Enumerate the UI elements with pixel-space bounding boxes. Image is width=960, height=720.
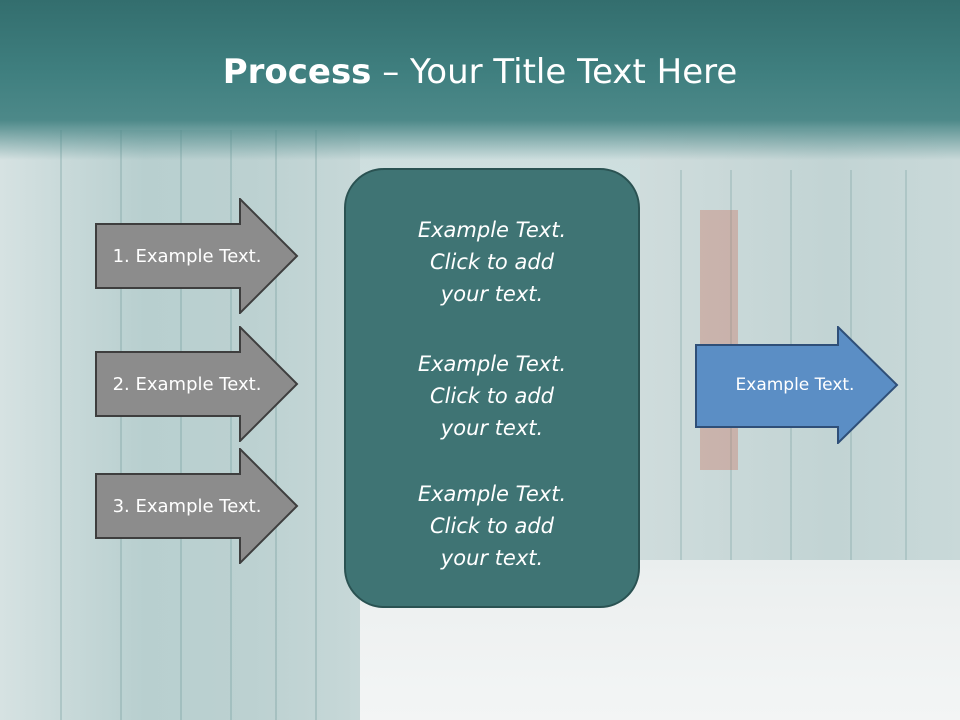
left-arrow-3[interactable]: 3. Example Text. [95,448,300,564]
right-arrow-shape [695,326,899,444]
center-paragraph-2: Example Text. Click to add your text. [346,348,638,444]
slide-title[interactable]: Process – Your Title Text Here [0,52,960,92]
paragraph-1-line-1: Example Text. [417,218,567,242]
left-arrow-1-label: 1. Example Text. [112,245,262,267]
paragraph-1-line-2: Click to add [429,250,554,274]
center-text-box[interactable]: Example Text. Click to add your text. Ex… [344,168,640,608]
paragraph-3-line-1: Example Text. [417,482,567,506]
left-arrow-3-label: 3. Example Text. [112,495,262,517]
paragraph-1-line-3: your text. [440,282,544,306]
left-arrow-2[interactable]: 2. Example Text. [95,326,300,442]
right-arrow-label: Example Text. [735,375,855,395]
arrow-shape-3 [95,448,299,564]
arrow-shape-2 [95,326,299,442]
paragraph-2-line-2: Click to add [429,384,554,408]
paragraph-3-line-3: your text. [440,546,544,570]
paragraph-3-line-2: Click to add [429,514,554,538]
title-rest-text: – Your Title Text Here [371,52,738,92]
right-arrow[interactable]: Example Text. [695,326,900,444]
title-bold-text: Process [222,52,372,92]
paragraph-2-line-1: Example Text. [417,352,567,376]
center-paragraph-1: Example Text. Click to add your text. [346,214,638,310]
arrow-shape-1 [95,198,299,314]
left-arrow-2-label: 2. Example Text. [112,373,262,395]
title-band [0,0,960,160]
center-paragraph-3: Example Text. Click to add your text. [346,478,638,574]
paragraph-2-line-3: your text. [440,416,544,440]
left-arrow-1[interactable]: 1. Example Text. [95,198,300,314]
